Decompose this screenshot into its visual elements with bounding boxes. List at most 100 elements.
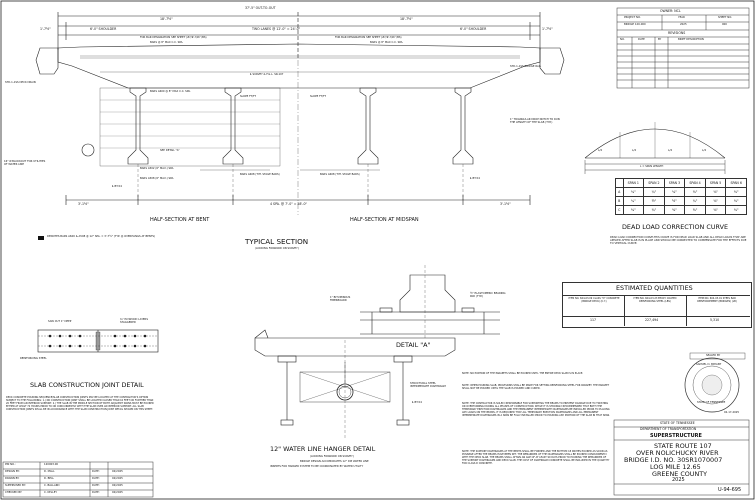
dl-r0c6: ⅛": [725, 187, 747, 197]
legend-marker: [38, 236, 44, 240]
water-sub1: (LOOKING FORWARD ON SURVEY): [310, 455, 354, 458]
shoulder-right: 6'-0" SHOULDER: [460, 27, 487, 31]
db-r3c0: SUPERVISED BY:: [5, 484, 26, 487]
bt-right: ℄ BT-54: [470, 177, 480, 180]
dl-r2c5: ⅛": [704, 205, 727, 215]
dl-r0c1: ⅛": [622, 187, 645, 197]
reinforcing: REINFORCING STEEL: [20, 357, 47, 360]
qty-v0: 117: [590, 318, 597, 322]
shoulder-left: 6'-0" SHOULDER: [90, 27, 117, 31]
db-r2c1: D. BELL: [44, 477, 54, 480]
slope-right: SLOPE FT/FT: [310, 95, 327, 98]
saw-cut: SAW CUT 1" DEEP: [48, 320, 72, 323]
qty-col-rule-2: [686, 295, 687, 326]
dl-r0c4: ⅛": [684, 187, 706, 197]
qty-v1: 227,494: [645, 318, 659, 322]
dl-r2c2: ¾": [643, 205, 665, 215]
dl-r2c4: ⅜": [684, 205, 706, 215]
dl-h1: SPAN 1: [622, 178, 645, 188]
note-2: NOTE: THE CONTRACTOR IS SOLELY RESPONSIB…: [462, 402, 610, 418]
bar-spacing-bottom: 4 SPA. @ 7'-0" = 28'-0": [270, 202, 307, 206]
dead-load-note: DEAD LOAD CORRECTION CURVE-THIS CURVE IS…: [610, 236, 747, 246]
div-3: L/4: [702, 149, 706, 152]
bars-a608-left: BARS A608 (TYP. STAGE BARS): [240, 173, 280, 176]
tb-line3: BRIDGE I.D. NO. 30SR1070007: [624, 456, 723, 464]
dl-r2c0: C: [615, 205, 624, 215]
slab-joint-drawing: [37, 329, 159, 353]
detail-a-drawing: [360, 265, 500, 340]
revisions-label: REVISIONS: [668, 31, 686, 35]
db-r3c3: 02/2025: [112, 484, 123, 487]
seal-date: 02-17-2025: [724, 411, 740, 414]
db-r3c2: DATE:: [92, 484, 100, 487]
sheet-id: U-94-695: [718, 487, 742, 493]
db-r4c2: DATE:: [92, 491, 100, 494]
owner-label: OWNER: NCL: [660, 9, 681, 13]
qty-h2: ITEM NO. 604-03.01 STEEL BAR REINFORCEME…: [697, 297, 737, 303]
std-rail: STD-1-1SS BRIDGE RAIL: [510, 65, 542, 68]
dead-load-curve-drawing: [584, 122, 726, 174]
db-r4c1: C. KELLEY: [44, 491, 57, 494]
tb-line2: OVER NOLICHUCKY RIVER: [636, 449, 719, 457]
qty-h1: ITEM NO. 604-03.23 EPOXY COATED REINFORC…: [633, 297, 677, 303]
owner-h1: YEAR: [678, 16, 685, 19]
dl-r2c3: ⅜": [663, 205, 686, 215]
bars-a502: BARS A502 (6" MAX.) SPA.: [140, 167, 175, 170]
db-r2c0: DRAWN BY:: [5, 477, 20, 480]
dl-r0c2: ¼": [643, 187, 665, 197]
typical-section-drawing: [35, 12, 565, 215]
bituminous: 1" BITUMINOUS FIBERBOARD: [330, 296, 351, 302]
db-r3c1: C. BALLARD: [44, 484, 60, 487]
rev-h1: DATE: [638, 38, 645, 41]
dl-r1c3: ½": [663, 196, 686, 206]
rev-h2: BY: [658, 38, 662, 41]
qty-v2: 5,310: [710, 318, 720, 322]
dl-r1c5: ⅛": [704, 196, 727, 206]
dl-r1c1: ¼": [622, 196, 645, 206]
dl-h0: [615, 178, 624, 188]
dl-h2: SPAN 2: [643, 178, 665, 188]
qty-value-rule: [562, 316, 750, 317]
quantities-box: [562, 282, 752, 328]
blockout-note: 16" Ø BLOCKOUT FOR UTILITIES OF WATER LI…: [4, 160, 46, 167]
elastomeric: ½" ELASTOMERIC BEARING PAD (TYP.): [470, 292, 506, 298]
dl-r0c3: ⅛": [663, 187, 686, 197]
half-section-left: HALF-SECTION AT BENT: [150, 217, 210, 223]
div-1: L/4: [632, 149, 636, 152]
dl-r2c6: ⅛": [725, 205, 747, 215]
db-r0c0: PIN NO.:: [5, 463, 16, 466]
db-r1c3: 02/2025: [112, 470, 123, 473]
quantities-title: ESTIMATED QUANTITIES: [616, 284, 693, 292]
span-length: L = SPAN LENGTH: [640, 165, 664, 168]
owner-block-lines: [616, 7, 750, 89]
gutter-right: 1'-7½": [542, 27, 553, 31]
two-lanes: TWO LANES @ 12'-0" = 24'-0": [252, 27, 301, 31]
detail-a-title: DETAIL "A": [396, 341, 431, 349]
agency-2: DEPARTMENT OF TRANSPORTATION: [640, 427, 697, 431]
dl-h6: SPAN 6: [725, 178, 747, 188]
seal-name: SAMUEL D. BRYANT: [696, 363, 722, 366]
db-r0c1: 120003.00: [44, 463, 59, 466]
slope-left: SLOPE FT/FT: [240, 95, 257, 98]
slab-joint-para: DECK CONCRETE POURING SEQUENCE/SLAB CONS…: [6, 396, 154, 412]
note-1: NOTE: WHEN POURING SLAB, PROVISIONS SHAL…: [462, 384, 610, 391]
db-r4c0: CHECKED BY:: [5, 491, 23, 494]
bar-note-left: FOR BAR DESIGNATION SEE SHEET (#?/#-?/#?…: [140, 36, 207, 39]
qty-h0: ITEM NO. 604-03.09 CLASS "D" CONCRETE (B…: [568, 297, 620, 303]
dl-r1c2: ½": [643, 196, 665, 206]
dead-load-table: SPAN 1 SPAN 2 SPAN 3 SPAN 4 SPAN 5 SPAN …: [615, 178, 747, 215]
dl-r1c4: ¼": [684, 196, 706, 206]
note-0: NOTE: NO PORTION OF THE PARAPETS SHALL B…: [462, 372, 584, 375]
dl-h4: SPAN 4: [684, 178, 706, 188]
seal-state: STATE OF TENNESSEE: [697, 401, 726, 404]
dead-load-title: DEAD LOAD CORRECTION CURVE: [622, 223, 728, 231]
dl-r2c1: ⅜": [622, 205, 645, 215]
owner-v0: BRIDGE 120-000: [624, 23, 646, 26]
dl-r1c6: ⅛": [725, 196, 747, 206]
tb-line5: GREENE COUNTY: [652, 470, 708, 478]
note-3: NOTE: THE SUPPORT DIAPHRAGMS AT THE BENT…: [462, 450, 610, 466]
overall-width: 37'-5" OUT-TO-OUT: [245, 6, 276, 10]
db-r1c0: DESIGN BY:: [5, 470, 20, 473]
db-r1c1: D. MALL: [44, 470, 55, 473]
